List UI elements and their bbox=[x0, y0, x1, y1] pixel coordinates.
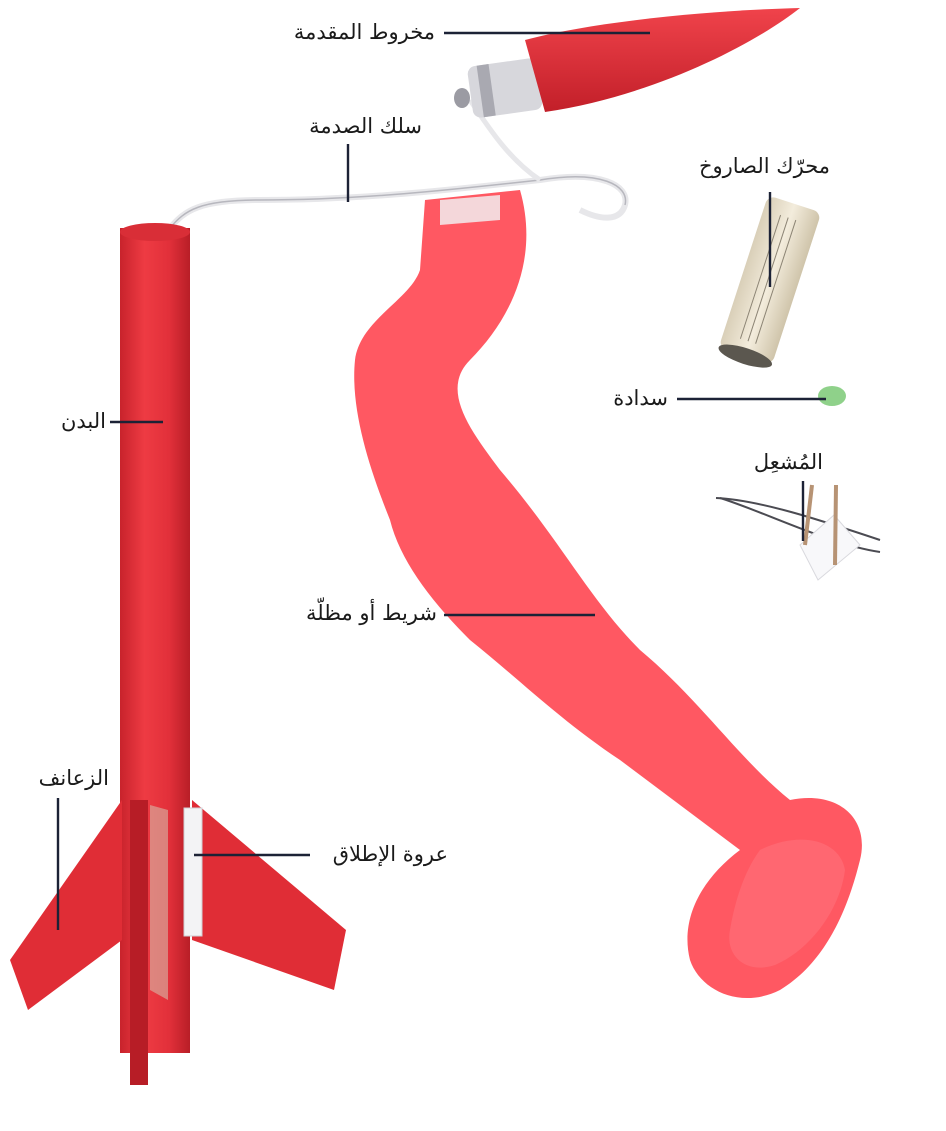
label-plug: سدادة bbox=[598, 388, 668, 409]
label-body-tube: البدن bbox=[34, 411, 106, 432]
rocket-engine bbox=[716, 195, 821, 372]
label-shock-cord: سلك الصدمة bbox=[272, 116, 422, 137]
label-igniter: المُشعِل bbox=[748, 452, 823, 473]
plug bbox=[818, 386, 846, 406]
launch-lug bbox=[184, 808, 202, 936]
label-rocket-engine: محرّك الصاروخ bbox=[680, 156, 830, 177]
igniter bbox=[716, 485, 880, 580]
label-nose-cone: مخروط المقدمة bbox=[295, 22, 435, 43]
shock-cord bbox=[170, 177, 626, 228]
nose-cone bbox=[454, 8, 800, 119]
label-fins: الزعانف bbox=[14, 768, 109, 789]
label-streamer: شريط أو مظلّة bbox=[287, 603, 437, 624]
label-launch-lug: عروة الإطلاق bbox=[318, 844, 448, 865]
